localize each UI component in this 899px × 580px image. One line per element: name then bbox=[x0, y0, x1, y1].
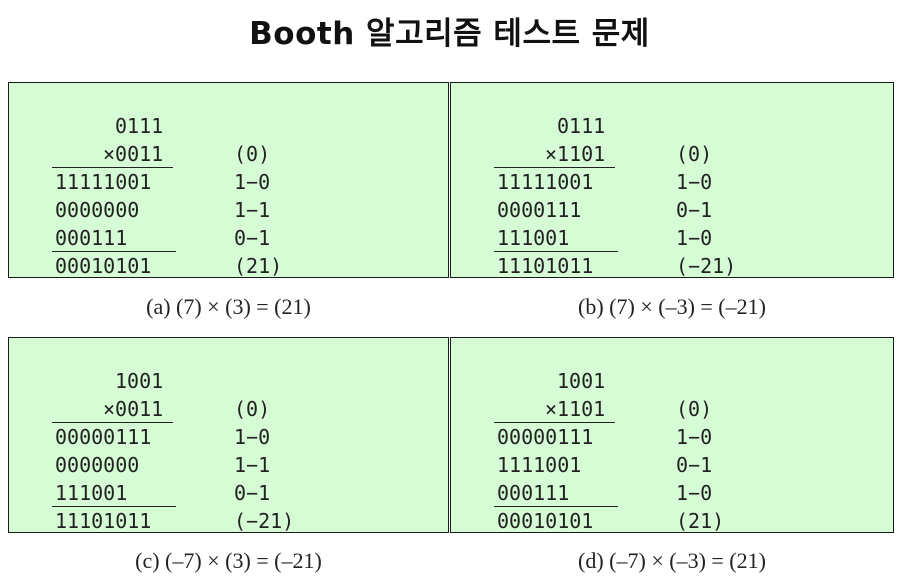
booth-op: 1−1 bbox=[234, 198, 271, 222]
result-label: (21) bbox=[676, 509, 725, 533]
partial-product: 00000111 bbox=[55, 425, 152, 449]
partial-product: 000111 bbox=[497, 481, 570, 505]
partial-product: 11111001 bbox=[497, 170, 594, 194]
multiplicand: 1001 bbox=[115, 369, 164, 393]
multiplicand: 1001 bbox=[557, 369, 606, 393]
booth-op: 0−1 bbox=[676, 198, 713, 222]
booth-op: 0−1 bbox=[676, 453, 713, 477]
example-c-calculation: 1001 ×0011 (0) 00000111 1−0 0000000 1−1 … bbox=[9, 367, 448, 535]
initial-value: (0) bbox=[234, 142, 271, 166]
result-value: 00010101 bbox=[497, 509, 594, 533]
example-a-caption: (a) (7) × (3) = (21) bbox=[146, 294, 311, 319]
sum-line bbox=[52, 422, 173, 423]
partial-product: 111001 bbox=[497, 226, 570, 250]
example-c-caption: (c) (–7) × (3) = (–21) bbox=[135, 548, 322, 573]
multiplicand: 0111 bbox=[557, 114, 606, 138]
booth-op: 1−0 bbox=[676, 425, 713, 449]
example-b-caption: (b) (7) × (–3) = (–21) bbox=[578, 294, 766, 319]
booth-op: 1−0 bbox=[234, 425, 271, 449]
result-value: 11101011 bbox=[497, 254, 594, 278]
partial-product: 0000111 bbox=[497, 198, 582, 222]
initial-value: (0) bbox=[676, 142, 713, 166]
result-label: (−21) bbox=[234, 509, 295, 533]
example-a-panel: 0111 ×0011 (0) 11111001 1−0 0000000 1−1 … bbox=[8, 82, 449, 278]
example-d-calculation: 1001 ×1101 (0) 00000111 1−0 1111001 0−1 … bbox=[451, 367, 893, 535]
result-value: 00010101 bbox=[55, 254, 152, 278]
initial-value: (0) bbox=[234, 397, 271, 421]
booth-op: 1−0 bbox=[676, 481, 713, 505]
result-value: 11101011 bbox=[55, 509, 152, 533]
example-b-panel: 0111 ×1101 (0) 11111001 1−0 0000111 0−1 … bbox=[450, 82, 894, 278]
partial-product: 0000000 bbox=[55, 198, 140, 222]
sum-line bbox=[52, 506, 176, 507]
booth-op: 1−0 bbox=[676, 226, 713, 250]
partial-product: 0000000 bbox=[55, 453, 140, 477]
sum-line bbox=[494, 506, 618, 507]
partial-product: 1111001 bbox=[497, 453, 582, 477]
example-d-panel: 1001 ×1101 (0) 00000111 1−0 1111001 0−1 … bbox=[450, 337, 894, 533]
partial-product: 11111001 bbox=[55, 170, 152, 194]
sum-line bbox=[494, 422, 615, 423]
multiplier: ×1101 bbox=[545, 142, 606, 166]
example-c-panel: 1001 ×0011 (0) 00000111 1−0 0000000 1−1 … bbox=[8, 337, 449, 533]
partial-product: 111001 bbox=[55, 481, 128, 505]
sum-line bbox=[494, 251, 618, 252]
example-a-calculation: 0111 ×0011 (0) 11111001 1−0 0000000 1−1 … bbox=[9, 112, 448, 280]
booth-op: 0−1 bbox=[234, 226, 271, 250]
result-label: (21) bbox=[234, 254, 283, 278]
sum-line bbox=[52, 251, 176, 252]
multiplier: ×1101 bbox=[545, 397, 606, 421]
page-title: Booth 알고리즘 테스트 문제 bbox=[249, 16, 650, 52]
sum-line bbox=[52, 167, 173, 168]
sum-line bbox=[494, 167, 615, 168]
booth-op: 0−1 bbox=[234, 481, 271, 505]
partial-product: 000111 bbox=[55, 226, 128, 250]
multiplier: ×0011 bbox=[103, 397, 164, 421]
booth-op: 1−0 bbox=[234, 170, 271, 194]
multiplier: ×0011 bbox=[103, 142, 164, 166]
initial-value: (0) bbox=[676, 397, 713, 421]
example-b-calculation: 0111 ×1101 (0) 11111001 1−0 0000111 0−1 … bbox=[451, 112, 893, 280]
booth-op: 1−1 bbox=[234, 453, 271, 477]
multiplicand: 0111 bbox=[115, 114, 164, 138]
booth-op: 1−0 bbox=[676, 170, 713, 194]
result-label: (−21) bbox=[676, 254, 737, 278]
example-d-caption: (d) (–7) × (–3) = (21) bbox=[578, 548, 766, 573]
partial-product: 00000111 bbox=[497, 425, 594, 449]
